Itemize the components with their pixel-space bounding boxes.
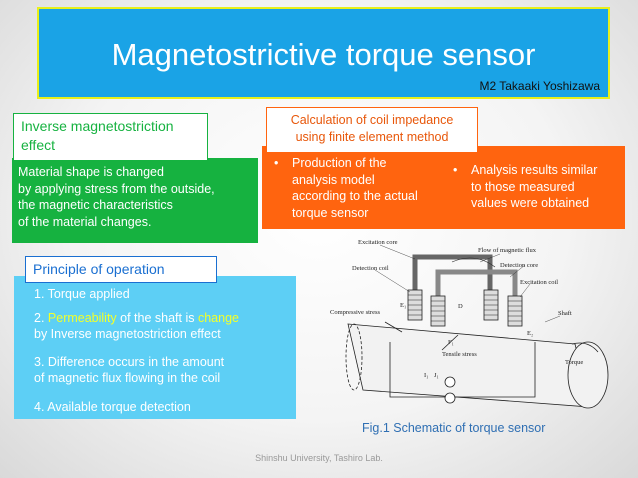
principle-heading: Principle of operation bbox=[25, 256, 217, 283]
label-f1: F₁ bbox=[448, 339, 454, 346]
label-tensile: Tensile stress bbox=[442, 351, 477, 358]
label-compressive: Compressive stress bbox=[330, 309, 380, 316]
wire bbox=[460, 342, 536, 398]
detection-core bbox=[435, 269, 518, 310]
bullet-line: according to the actual bbox=[292, 189, 418, 203]
principle-item-2: 2. Permeability of the shaft is change b… bbox=[34, 310, 239, 342]
shaft-start bbox=[345, 323, 363, 391]
bullet-line: Analysis results similar bbox=[471, 163, 598, 177]
inverse-effect-panel: Material shape is changed by applying st… bbox=[12, 158, 258, 243]
principle-item-2-line2: by Inverse magnetostriction effect bbox=[34, 327, 221, 341]
calculation-heading: Calculation of coil impedance using fini… bbox=[266, 107, 478, 153]
inverse-effect-line: Material shape is changed bbox=[18, 165, 164, 179]
label-e2: E₂ bbox=[527, 330, 533, 337]
highlight-change: change bbox=[197, 311, 239, 325]
label-e1: E₁ bbox=[400, 302, 406, 309]
bullet-line: analysis model bbox=[292, 172, 375, 187]
author-name: M2 Takaaki Yoshizawa bbox=[479, 79, 600, 93]
tensile-arrow bbox=[441, 334, 459, 351]
figure-caption: Fig.1 Schematic of torque sensor bbox=[362, 421, 546, 435]
principle-item-3-line2: of magnetic flux flowing in the coil bbox=[34, 371, 221, 385]
inverse-effect-text: Material shape is changed by applying st… bbox=[18, 164, 215, 230]
bullet-line: to those measured bbox=[471, 179, 575, 194]
principle-item-3-line1: 3. Difference occurs in the amount bbox=[34, 355, 225, 369]
calculation-bullet-2: • Analysis results similar to those meas… bbox=[453, 162, 598, 212]
inverse-effect-heading: Inverse magnetostriction effect bbox=[13, 113, 208, 161]
inverse-effect-line: the magnetic characteristics bbox=[18, 198, 173, 212]
label-flow-flux: Flow of magnetic flux bbox=[478, 247, 537, 254]
principle-item-4: 4. Available torque detection bbox=[34, 400, 191, 414]
bullet-dot: • bbox=[274, 156, 279, 170]
excitation-core bbox=[412, 254, 493, 302]
principle-item-1: 1. Torque applied bbox=[34, 287, 130, 301]
calculation-panel: • Production of the analysis model accor… bbox=[262, 146, 625, 229]
wire bbox=[389, 342, 460, 398]
label-detection-core: Detection core bbox=[500, 262, 538, 269]
bullet-dot: • bbox=[453, 163, 458, 177]
label-torque: Torque bbox=[565, 359, 583, 366]
calculation-bullet-1: • Production of the analysis model accor… bbox=[274, 155, 418, 221]
bullet-line: values were obtained bbox=[471, 196, 590, 210]
calculation-heading-line: using finite element method bbox=[295, 130, 449, 144]
flux-arrow bbox=[451, 257, 496, 268]
title-banner: Magnetostrictive torque sensor M2 Takaak… bbox=[37, 7, 610, 99]
inverse-effect-line: of the material changes. bbox=[18, 214, 152, 229]
inverse-effect-line: by applying stress from the outside, bbox=[18, 181, 215, 196]
torque-arrow bbox=[571, 342, 599, 353]
label-i1: I₁ bbox=[424, 372, 428, 379]
principle-item-2-prefix: 2. bbox=[34, 311, 48, 325]
torque-sensor-schematic: Excitation core Flow of magnetic flux De… bbox=[330, 239, 609, 409]
label-excitation-core: Excitation core bbox=[358, 239, 398, 246]
label-d: D bbox=[458, 303, 463, 310]
highlight-permeability: Permeability bbox=[47, 311, 117, 325]
ac-source-icon bbox=[444, 376, 456, 388]
calculation-heading-line: Calculation of coil impedance bbox=[290, 113, 454, 127]
shaft-body bbox=[347, 323, 591, 408]
compressive-arrow bbox=[384, 321, 403, 333]
label-j1: J₁ bbox=[434, 372, 439, 379]
meter-icon bbox=[444, 392, 456, 404]
label-excitation-coil: Excitation coil bbox=[520, 279, 558, 286]
principle-panel: 1. Torque applied 2. Permeability of the… bbox=[14, 276, 296, 419]
shaft-end bbox=[567, 341, 609, 409]
bullet-line: torque sensor bbox=[292, 205, 369, 220]
bullet-line: Production of the bbox=[292, 156, 387, 170]
label-shaft: Shaft bbox=[558, 310, 572, 317]
label-detection-coil: Detection coil bbox=[352, 265, 389, 272]
principle-item-3: 3. Difference occurs in the amount of ma… bbox=[34, 354, 224, 386]
slide-title: Magnetostrictive torque sensor bbox=[111, 37, 536, 72]
principle-item-2-mid: of the shaft is bbox=[116, 311, 198, 325]
footer-text: Shinshu University, Tashiro Lab. bbox=[255, 453, 383, 463]
